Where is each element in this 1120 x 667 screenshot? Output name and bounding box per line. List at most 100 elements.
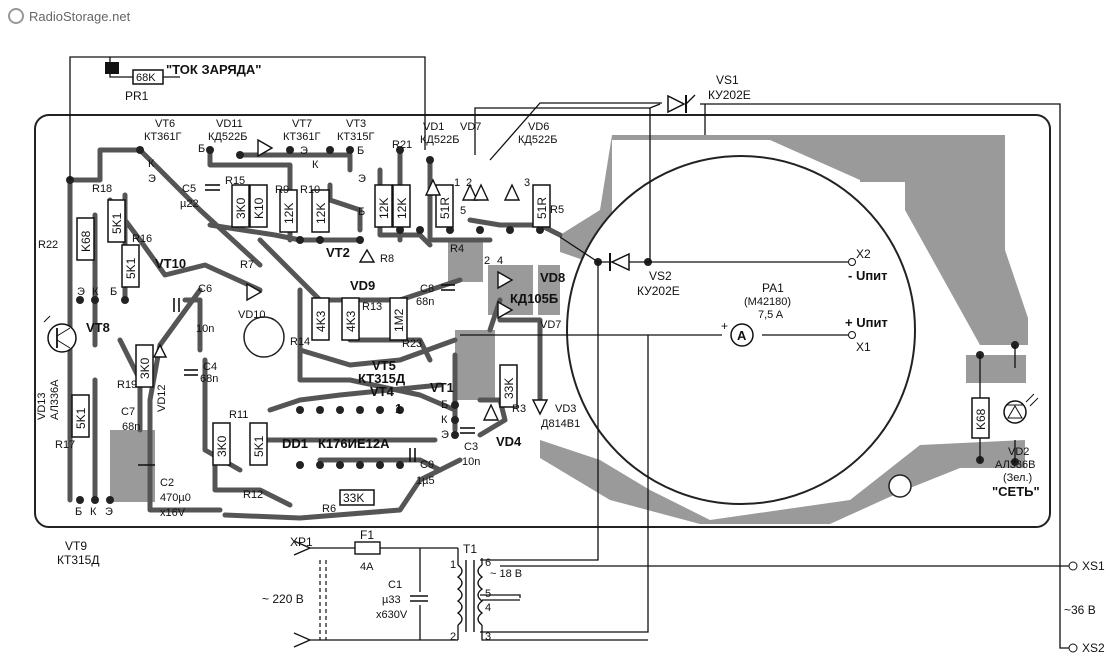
r16-label: R16 <box>132 233 152 245</box>
diode-num-2: 5 <box>460 205 466 217</box>
charge-current-label: "ТОК ЗАРЯДА" <box>166 62 261 77</box>
fuse-f1-icon <box>354 541 381 555</box>
r10-label: R10 <box>300 184 320 196</box>
c3-value: 10n <box>462 456 480 468</box>
r3-label: R3 <box>512 403 526 415</box>
r21-label: R21 <box>392 139 412 151</box>
r5-label: R5 <box>550 204 564 216</box>
vd1-type: КД522Б <box>420 134 459 146</box>
k10-value: K10 <box>252 197 266 219</box>
vd12-label: VD12 <box>156 384 168 412</box>
dd1-label: DD1 <box>282 436 308 451</box>
c8-label: C8 <box>420 283 434 295</box>
vt4-label: VT4 <box>370 384 395 399</box>
r15-label: R15 <box>225 175 245 187</box>
dd1-pin1: 1 <box>395 401 402 416</box>
led-vd2-icon <box>1003 393 1039 424</box>
f1-value: 4A <box>360 561 374 573</box>
pcb-outline <box>34 114 1051 528</box>
r-k68-value: K68 <box>974 408 988 430</box>
pin-label-0: Б <box>198 143 205 155</box>
watermark-logo-icon <box>8 8 24 24</box>
vt9-pin-k: К <box>90 506 97 518</box>
vd6-label: VD6 <box>528 121 549 133</box>
r23-label: R23 <box>402 338 422 350</box>
vd13-label: VD13 <box>36 392 48 420</box>
r21b-value: 12K <box>395 198 409 219</box>
r13-value: 4K3 <box>344 310 358 332</box>
vd3-type: Д814В1 <box>541 418 580 430</box>
transistor-vt8-icon <box>43 315 77 353</box>
vt8-pin-k: К <box>92 286 99 298</box>
c2-voltage: x16V <box>160 507 186 519</box>
r22-label: R22 <box>38 239 58 251</box>
r4-value: 51R <box>438 197 452 219</box>
r14-label: R14 <box>290 336 310 348</box>
vd2-color: (Зел.) <box>1003 472 1032 484</box>
vt8-pin-e: Э <box>77 286 85 298</box>
r7-label: R7 <box>240 259 254 271</box>
vd4-label: VD4 <box>496 434 522 449</box>
c7-value: 68n <box>122 421 140 433</box>
c2-value: 470µ0 <box>160 492 191 504</box>
xp1-plug-icon <box>293 540 311 556</box>
xp1-plug-icon-lower <box>293 632 311 648</box>
r18-value: 5K1 <box>110 212 124 234</box>
vd11-type: КД522Б <box>208 131 247 143</box>
pin-label-3: Э <box>148 173 156 185</box>
dd1-type: К176ИЕ12А <box>318 436 390 451</box>
vt9-pin-e: Э <box>105 506 113 518</box>
vt10-label: VT10 <box>155 256 186 271</box>
mains-wiring <box>310 547 648 641</box>
r5-value: 51R <box>535 197 549 219</box>
xp1-label: XP1 <box>290 535 313 549</box>
c5-value: µ22 <box>180 198 199 210</box>
vt7-label: VT7 <box>292 118 312 130</box>
diode-num-3: 3 <box>524 177 530 189</box>
c9-label: C9 <box>420 459 434 471</box>
output-voltage: ~36 В <box>1064 603 1096 617</box>
c7-label: C7 <box>121 406 135 418</box>
r18-label: R18 <box>92 183 112 195</box>
vt9-pin-b: Б <box>75 506 82 518</box>
vt1-pin-b: Б <box>441 399 448 411</box>
vt8-pin-b: Б <box>110 286 117 298</box>
minus-u-label: - Uпит <box>848 268 888 283</box>
t1-label: T1 <box>463 542 477 556</box>
t1-pin-3: 3 <box>485 631 491 643</box>
diode-num-4: 4 <box>497 255 503 267</box>
xs1-label: XS1 <box>1082 559 1105 573</box>
vt9-type: КТ315Д <box>57 553 99 567</box>
c5-label: C5 <box>182 183 196 195</box>
pcb-traces <box>67 147 563 521</box>
vd6-type: КД522Б <box>518 134 557 146</box>
ammeter-symbol: A <box>737 328 747 343</box>
x2-label: X2 <box>856 247 871 261</box>
pa1-type: (М42180) <box>744 296 791 308</box>
vt3-type: КТ315Г <box>337 131 374 143</box>
pin-label-4: Б <box>357 145 364 157</box>
resistor-values: K68 5K1 5K1 3K0 K10 12K 12K 12K 12K 51R … <box>74 72 988 505</box>
c4-value: 68n <box>200 373 218 385</box>
c2-label: C2 <box>160 477 174 489</box>
ammeter-plus: + <box>721 319 728 333</box>
thyristor-vs2-icon <box>609 252 630 272</box>
thyristor-vs1-icon <box>667 94 696 114</box>
diode-num-1: 2 <box>466 177 472 189</box>
f1-label: F1 <box>360 528 374 542</box>
r4-label: R4 <box>450 243 464 255</box>
r3-value: 33K <box>502 378 516 399</box>
vs2-type: КУ202Е <box>637 284 680 298</box>
vt6-label: VT6 <box>155 118 175 130</box>
vt1-pin-e: Э <box>441 429 449 441</box>
vt1-label: VT1 <box>430 380 454 395</box>
r14-value: 4K3 <box>314 310 328 332</box>
pr1-value: 68K <box>136 72 156 84</box>
vd11-label: VD11 <box>216 118 243 130</box>
r17-value: 5K1 <box>74 407 88 429</box>
diode-num-5: 2 <box>484 255 490 267</box>
vd7-label: VD7 <box>540 319 561 331</box>
r13-label: R13 <box>362 301 382 313</box>
